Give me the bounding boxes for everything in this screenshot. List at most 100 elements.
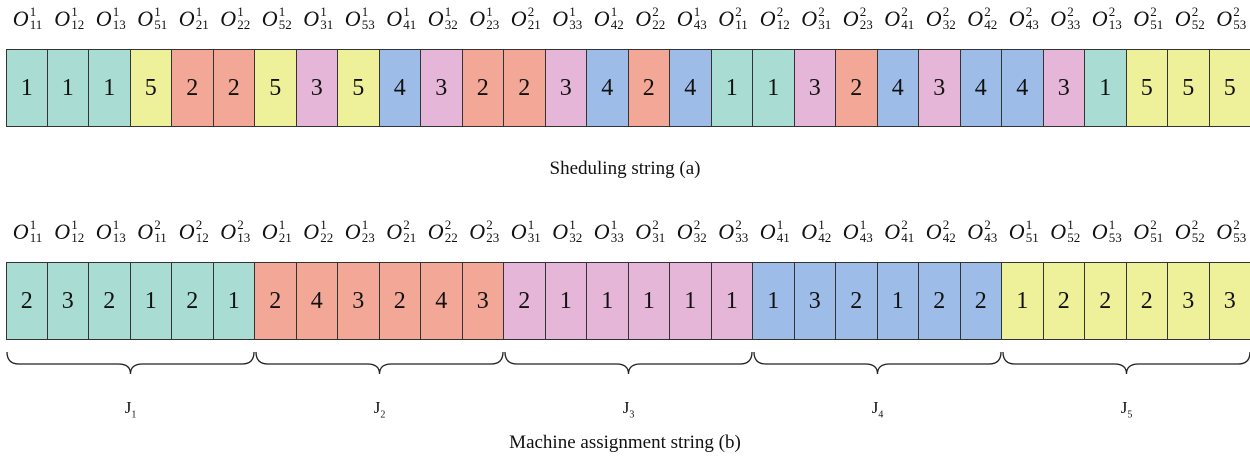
scheduling-cell: 5 [255, 49, 297, 127]
job-braces [6, 351, 1250, 375]
machine-cell: 2 [919, 262, 961, 340]
machine-cell: 2 [1126, 262, 1168, 340]
job-label: J2 [373, 398, 386, 421]
scheduling-cell: 3 [421, 49, 463, 127]
job-label: J5 [1120, 398, 1133, 421]
scheduling-cell: 5 [1209, 49, 1250, 127]
job-brace [504, 351, 753, 375]
scheduling-cell: 2 [172, 49, 214, 127]
machine-cell: 3 [47, 262, 89, 340]
machine-cell: 4 [421, 262, 463, 340]
scheduling-string-caption: Sheduling string (a) [549, 158, 701, 179]
job-brace [753, 351, 1002, 375]
scheduling-cell: 1 [47, 49, 89, 127]
scheduling-cell: 4 [960, 49, 1002, 127]
machine-cell: 3 [338, 262, 380, 340]
scheduling-cell: 5 [130, 49, 172, 127]
scheduling-cell: 4 [1002, 49, 1044, 127]
scheduling-cell: 3 [794, 49, 836, 127]
machine-cell: 1 [877, 262, 919, 340]
machine-cell: 1 [628, 262, 670, 340]
scheduling-cell: 2 [628, 49, 670, 127]
scheduling-cell: 4 [587, 49, 629, 127]
scheduling-cell: 5 [1126, 49, 1168, 127]
scheduling-cell: 1 [753, 49, 795, 127]
job-brace [1002, 351, 1250, 375]
machine-cell: 3 [1168, 262, 1210, 340]
job-label: J4 [871, 398, 884, 421]
scheduling-cell: 1 [89, 49, 131, 127]
machine-cell: 3 [1209, 262, 1250, 340]
machine-cell: 2 [172, 262, 214, 340]
machine-cell: 2 [255, 262, 297, 340]
scheduling-cell: 5 [1168, 49, 1210, 127]
job-label: J1 [124, 398, 137, 421]
scheduling-cell: 4 [670, 49, 712, 127]
job-brace [6, 351, 255, 375]
